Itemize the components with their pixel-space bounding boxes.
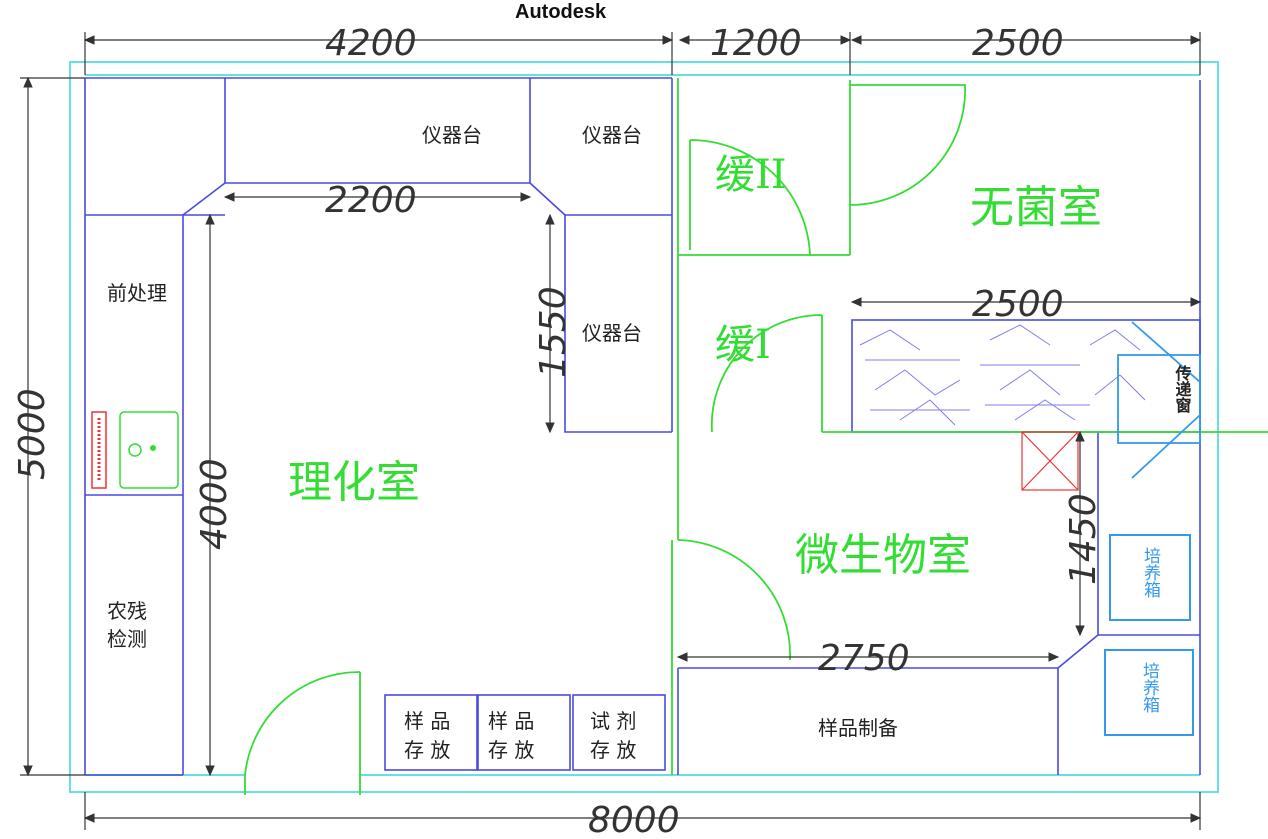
clean-bench-hatch <box>859 324 1146 426</box>
room-buffer-2: 缓II <box>715 152 787 198</box>
label-incubator-2: 培养箱 <box>1139 662 1160 713</box>
dim-clean-bench: 2500 <box>972 284 1064 325</box>
room-buffer-1: 缓I <box>715 322 771 368</box>
label-pesticide-2: 检测 <box>107 627 147 651</box>
incubators <box>1104 534 1194 736</box>
dim-left-height: 5000 <box>12 388 53 480</box>
dim-top-mid: 1200 <box>710 23 802 64</box>
label-sample-storage-2a: 样 品 <box>488 709 534 733</box>
dimension-lines <box>20 32 1202 830</box>
label-sample-storage-1a: 样 品 <box>404 709 450 733</box>
label-sample-storage-2b: 存 放 <box>488 738 534 762</box>
dim-inner-height: 4000 <box>194 458 235 550</box>
dim-micro-height: 1450 <box>1063 493 1104 585</box>
label-instrument-top: 仪器台 <box>422 123 482 147</box>
label-reagent-storage-a: 试 剂 <box>590 709 636 733</box>
label-pass-box: 传递窗 <box>1173 364 1193 414</box>
dim-top-left: 4200 <box>325 23 417 64</box>
pass-box <box>1117 321 1201 479</box>
dim-prep-width: 2750 <box>818 638 910 679</box>
label-pesticide-1: 农残 <box>107 599 147 623</box>
label-sample-storage-1b: 存 放 <box>404 738 450 762</box>
label-incubator-1: 培养箱 <box>1140 547 1161 598</box>
dim-inner-counter: 2200 <box>325 180 417 221</box>
room-phys-chem: 理化室 <box>288 457 420 508</box>
label-pretreatment: 前处理 <box>107 281 167 305</box>
safety-cabinet-icon <box>1021 431 1079 491</box>
label-sample-prep: 样品制备 <box>818 716 898 740</box>
dim-bottom-total: 8000 <box>588 800 680 839</box>
sink-icon <box>91 411 179 489</box>
outer-walls <box>69 61 1219 793</box>
room-sterile: 无菌室 <box>970 182 1102 233</box>
room-microbio: 微生物室 <box>795 530 971 581</box>
label-reagent-storage-b: 存 放 <box>590 738 636 762</box>
dim-right-counter: 1550 <box>533 286 574 378</box>
brand-label: Autodesk <box>515 1 607 23</box>
label-instrument-right: 仪器台 <box>582 321 642 345</box>
label-instrument-corner: 仪器台 <box>582 123 642 147</box>
dim-top-right: 2500 <box>972 23 1064 64</box>
